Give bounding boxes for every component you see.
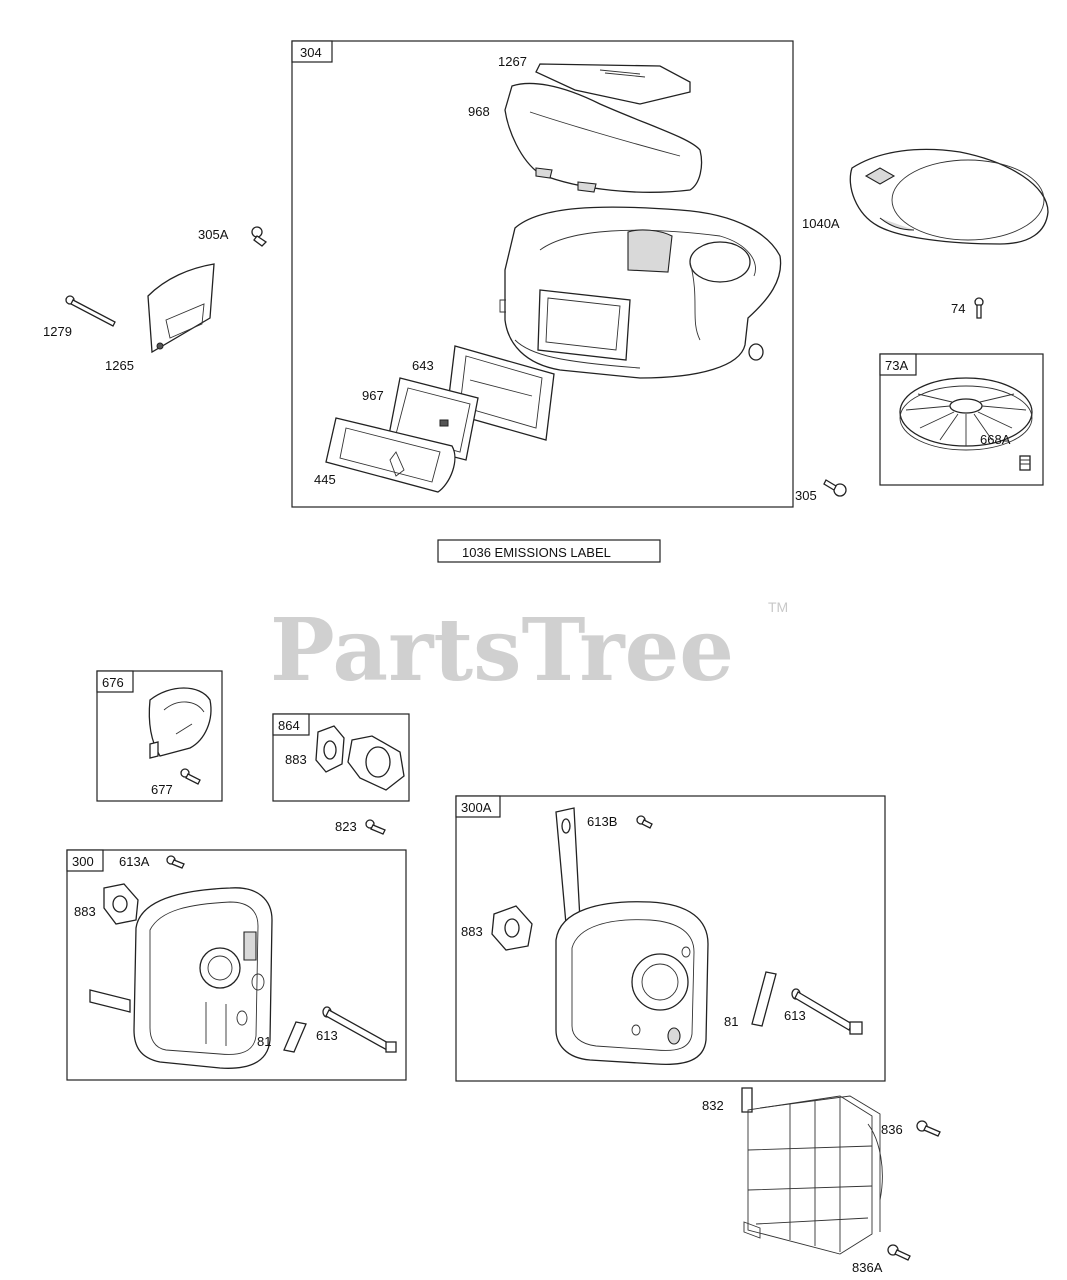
callout-883a: 883 bbox=[285, 752, 307, 767]
callout-1267: 1267 bbox=[498, 54, 527, 69]
callout-613a: 613A bbox=[119, 854, 150, 869]
part-668a-screw[interactable] bbox=[1019, 455, 1031, 471]
watermark-tm: TM bbox=[768, 599, 788, 615]
box-300a-tag bbox=[455, 795, 501, 818]
part-676-shield[interactable] bbox=[148, 687, 212, 759]
callout-305a: 305A bbox=[198, 227, 229, 242]
box-676-tag bbox=[96, 670, 134, 693]
callout-613-a: 613 bbox=[316, 1028, 338, 1043]
emissions-label-box: 1036 EMISSIONS LABEL bbox=[437, 539, 661, 563]
callout-305: 305 bbox=[795, 488, 817, 503]
box-864-label: 864 bbox=[278, 718, 300, 733]
part-832-guard[interactable] bbox=[741, 1087, 883, 1255]
box-300-frame bbox=[66, 849, 407, 1081]
part-81b-clip[interactable] bbox=[751, 971, 777, 1027]
group-676[interactable]: 676 677 bbox=[96, 670, 223, 802]
box-300a-frame bbox=[455, 795, 886, 1082]
part-968-cover[interactable] bbox=[504, 82, 703, 193]
callout-836: 836 bbox=[881, 1122, 903, 1137]
part-613-bolt-a[interactable] bbox=[322, 1006, 397, 1053]
part-836-screw[interactable] bbox=[916, 1120, 941, 1137]
group-300[interactable]: 300 613A 883 81 bbox=[66, 849, 407, 1081]
callout-613-b: 613 bbox=[784, 1008, 806, 1023]
callout-883c: 883 bbox=[461, 924, 483, 939]
part-677-screw[interactable] bbox=[180, 768, 201, 785]
box-304-frame bbox=[291, 40, 794, 508]
callout-81a: 81 bbox=[257, 1034, 271, 1049]
part-300a-gasket[interactable] bbox=[491, 905, 533, 951]
part-445-prefilter[interactable] bbox=[325, 417, 456, 493]
callout-1265: 1265 bbox=[105, 358, 134, 373]
box-304-tag bbox=[291, 40, 333, 63]
callout-1279: 1279 bbox=[43, 324, 72, 339]
callout-967: 967 bbox=[362, 388, 384, 403]
emissions-label-text: 1036 EMISSIONS LABEL bbox=[462, 545, 611, 560]
callout-677: 677 bbox=[151, 782, 173, 797]
callout-968: 968 bbox=[468, 104, 490, 119]
box-864-tag bbox=[272, 713, 310, 736]
callout-613b: 613B bbox=[587, 814, 617, 829]
box-304-label: 304 bbox=[300, 45, 322, 60]
box-300-label: 300 bbox=[72, 854, 94, 869]
part-73a-screen[interactable] bbox=[899, 377, 1033, 451]
part-1279-bolt[interactable] bbox=[65, 295, 116, 327]
box-73a-label: 73A bbox=[885, 358, 908, 373]
callout-832: 832 bbox=[702, 1098, 724, 1113]
callout-883b: 883 bbox=[74, 904, 96, 919]
callout-668a: 668A bbox=[980, 432, 1011, 447]
box-73a-tag bbox=[879, 353, 917, 376]
watermark-text: PartsTree bbox=[270, 600, 734, 701]
part-864-adapter[interactable] bbox=[347, 735, 405, 791]
group-300a[interactable]: 300A 613B 883 81 bbox=[455, 795, 886, 1082]
box-73a-frame bbox=[879, 353, 1044, 486]
part-1040a-cover[interactable] bbox=[849, 148, 1049, 245]
part-300-gasket[interactable] bbox=[103, 883, 139, 925]
callout-643: 643 bbox=[412, 358, 434, 373]
box-300-tag bbox=[66, 849, 104, 872]
part-864-gasket[interactable] bbox=[315, 725, 345, 773]
part-1265-plate[interactable] bbox=[147, 263, 215, 354]
callout-836a: 836A bbox=[852, 1260, 883, 1275]
part-air-cleaner-base[interactable] bbox=[499, 206, 782, 379]
group-73a[interactable]: 73A 668A bbox=[879, 353, 1044, 486]
callout-1040a: 1040A bbox=[802, 216, 840, 231]
box-676-label: 676 bbox=[102, 675, 124, 690]
part-823-screw[interactable] bbox=[365, 819, 386, 835]
group-864[interactable]: 864 883 bbox=[272, 713, 410, 802]
part-305a-screw[interactable] bbox=[251, 226, 268, 247]
part-300a-muffler[interactable] bbox=[555, 807, 709, 1066]
part-300-muffler[interactable] bbox=[89, 887, 273, 1069]
part-74-screw[interactable] bbox=[974, 297, 984, 319]
callout-81b: 81 bbox=[724, 1014, 738, 1029]
part-613a-screw[interactable] bbox=[166, 855, 185, 869]
part-305-screw[interactable] bbox=[823, 479, 847, 497]
part-836a-screw[interactable] bbox=[887, 1244, 911, 1261]
group-304[interactable]: 304 1267 968 bbox=[291, 40, 794, 508]
watermark: PartsTree TM bbox=[270, 599, 788, 701]
box-864-frame bbox=[272, 713, 410, 802]
callout-445: 445 bbox=[314, 472, 336, 487]
box-676-frame bbox=[96, 670, 223, 802]
part-81a-clip[interactable] bbox=[283, 1021, 307, 1053]
part-613-bolt-b[interactable] bbox=[791, 988, 863, 1035]
callout-74: 74 bbox=[951, 301, 965, 316]
box-300a-label: 300A bbox=[461, 800, 492, 815]
part-1267-filter[interactable] bbox=[535, 63, 691, 105]
callout-823: 823 bbox=[335, 819, 357, 834]
part-613b-screw[interactable] bbox=[636, 815, 653, 829]
